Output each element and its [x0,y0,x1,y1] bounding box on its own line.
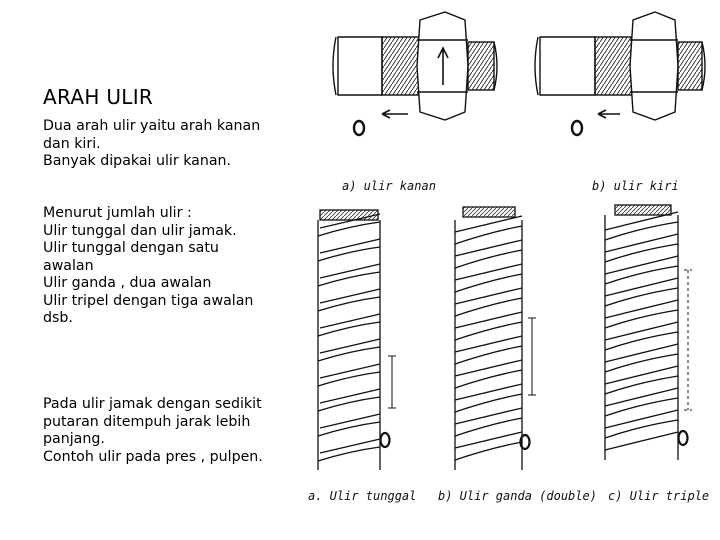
thread-figure: a) ulir kanan b) ulir kiri [300,0,720,540]
text-line: Ulir tunggal dengan satu [43,240,219,256]
text-line: Contoh ulir pada pres , pulpen. [43,448,263,465]
paragraph-multi-thread: Pada ulir jamak dengan sedikit putaran d… [43,396,283,466]
text-line: Banyak dipakai ulir kanan. [43,153,232,169]
paragraph-direction: Dua arah ulir yaitu arah kanan dan kiri.… [43,118,283,171]
text-line: Menurut jumlah ulir : [43,205,192,221]
screw-single-thread [317,209,396,470]
caption-single: a. Ulir tunggal [308,489,416,503]
screw-double-thread [454,206,536,470]
slide-title: ARAH ULIR [43,85,154,109]
text-line: panjang. [43,431,105,447]
screw-triple-thread [604,204,692,460]
text-line: Ulir tunggal dan ulir jamak. [43,222,237,239]
text-line: Dua arah ulir yaitu arah kanan [43,118,261,134]
bolt-right-hand [332,11,498,137]
thread-illustration: a) ulir kanan b) ulir kiri [308,11,709,503]
text-line: putaran ditempuh jarak lebih [43,413,251,430]
text-line: awalan [43,257,94,274]
paragraph-thread-count: Menurut jumlah ulir : Ulir tunggal dan u… [43,205,283,328]
caption-triple: c) Ulir triple [608,489,709,503]
text-line: dan kiri. [43,135,101,152]
text-line: Ulir tripel dengan tiga awalan [43,292,254,309]
bolt-left-hand [534,11,706,137]
text-line: dsb. [43,310,73,326]
caption-right-hand: a) ulir kanan [342,179,436,193]
caption-left-hand: b) ulir kiri [592,179,679,193]
text-line: Pada ulir jamak dengan sedikit [43,396,262,412]
caption-double: b) Ulir ganda (double) [438,489,597,503]
text-line: Ulir ganda , dua awalan [43,275,212,291]
